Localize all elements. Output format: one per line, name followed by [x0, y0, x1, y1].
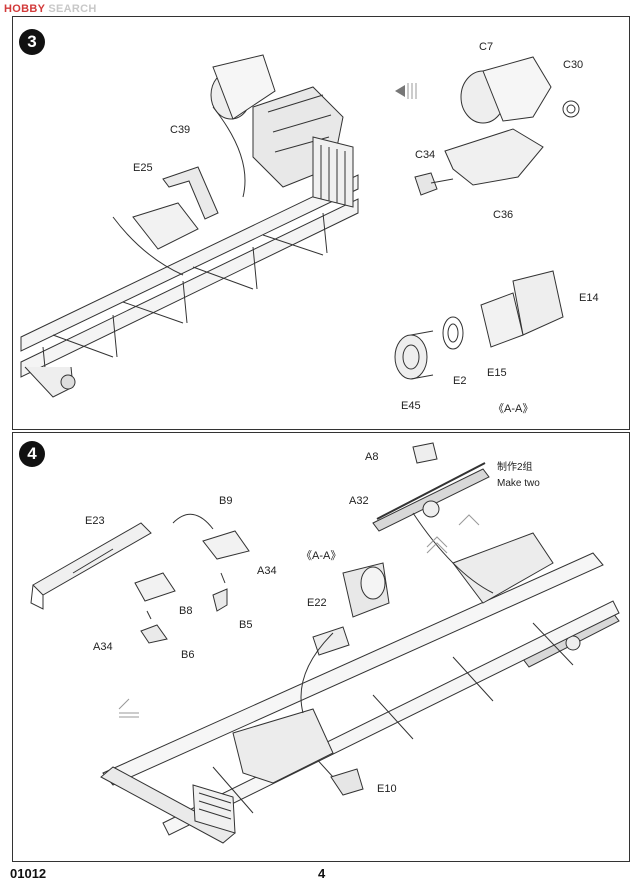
label-c39: C39 [170, 124, 191, 136]
step-4-panel: 4 [12, 432, 630, 862]
label-c30: C30 [563, 59, 584, 71]
note-chinese: 制作2组 [497, 462, 533, 473]
watermark-brand: HOBBY [4, 3, 46, 15]
label-a8: A8 [365, 451, 379, 463]
label-c7: C7 [479, 41, 494, 53]
label-b6: B6 [181, 649, 195, 661]
label-e2: E2 [453, 375, 467, 387]
label-b5: B5 [239, 619, 253, 631]
step-4-illustration [30, 442, 620, 844]
step-3-badge: 3 [19, 29, 45, 55]
label-e10: E10 [377, 783, 397, 795]
label-e14: E14 [579, 292, 599, 304]
label-view-a-a-step3: 《A-A》 [493, 403, 534, 415]
label-e23: E23 [85, 515, 105, 527]
product-code: 01012 [10, 866, 47, 881]
label-a32: A32 [349, 495, 369, 507]
note-english: Make two [497, 478, 540, 489]
label-c36: C36 [493, 209, 514, 221]
label-view-a-a-step4: 《A-A》 [301, 550, 342, 562]
page-number: 4 [318, 866, 326, 881]
watermark-suffix: SEARCH [48, 3, 97, 15]
label-e15: E15 [487, 367, 507, 379]
step-3-illustration [20, 54, 580, 398]
step-3-panel: 3 [12, 16, 630, 430]
label-e25: E25 [133, 162, 153, 174]
label-a34-right: A34 [257, 565, 277, 577]
label-e45: E45 [401, 400, 421, 412]
label-e22: E22 [307, 597, 327, 609]
label-b9: B9 [219, 495, 233, 507]
label-a34-left: A34 [93, 641, 113, 653]
watermark: HOBBY SEARCH [4, 3, 97, 15]
step-4-badge: 4 [19, 441, 45, 467]
label-b8: B8 [179, 605, 193, 617]
label-c34: C34 [415, 149, 436, 161]
